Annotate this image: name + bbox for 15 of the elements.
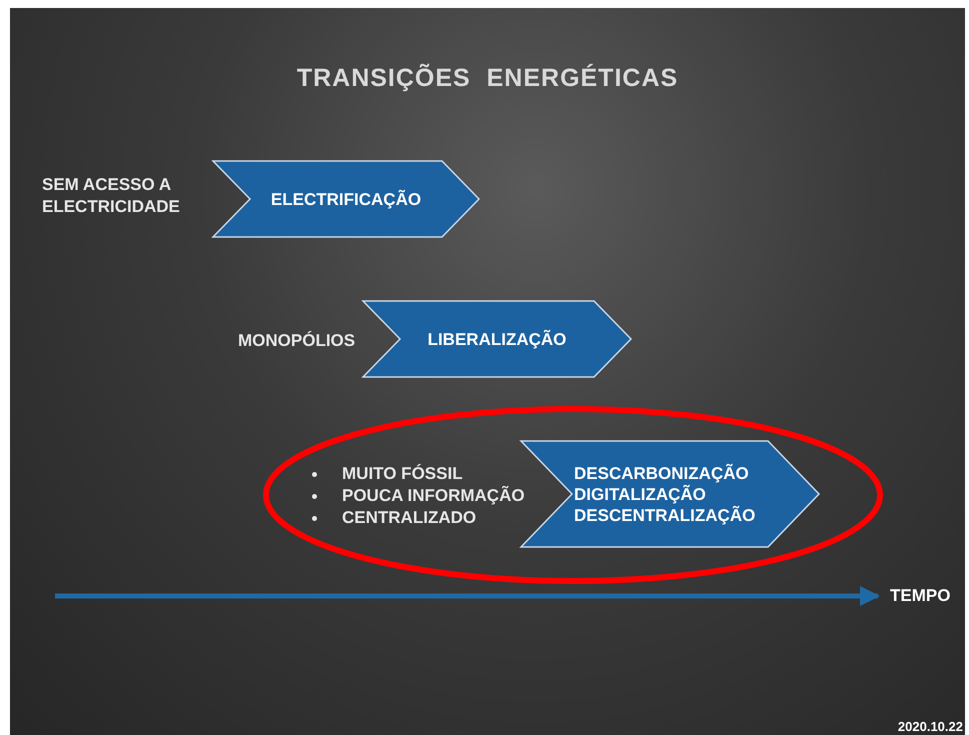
stage-label: DIGITALIZAÇÃO — [574, 484, 706, 504]
stage-label: ELECTRIFICAÇÃO — [270, 188, 422, 210]
stage-label: DESCENTRALIZAÇÃO — [574, 504, 756, 526]
axis-label: TEMPO — [890, 586, 950, 606]
stage-label: LIBERALIZAÇÃO — [428, 328, 566, 350]
stage-label: DESCARBONIZAÇÃO — [574, 462, 749, 484]
prior-state-label: MONOPÓLIOS — [238, 330, 356, 352]
date-label: 2020.10.22 — [898, 719, 963, 734]
bullet-item: POUCA INFORMAÇÃO — [342, 486, 525, 505]
bullet-item: CENTRALIZADO — [342, 508, 476, 527]
chevron-arrow — [362, 300, 632, 378]
chevron-arrow — [212, 160, 480, 238]
title: TRANSIÇÕES ENERGÉTICAS — [296, 64, 680, 93]
bullet-item: MUITO FÓSSIL — [342, 464, 463, 483]
prior-state-label: SEM ACESSO A ELECTRICIDADE — [42, 174, 181, 218]
